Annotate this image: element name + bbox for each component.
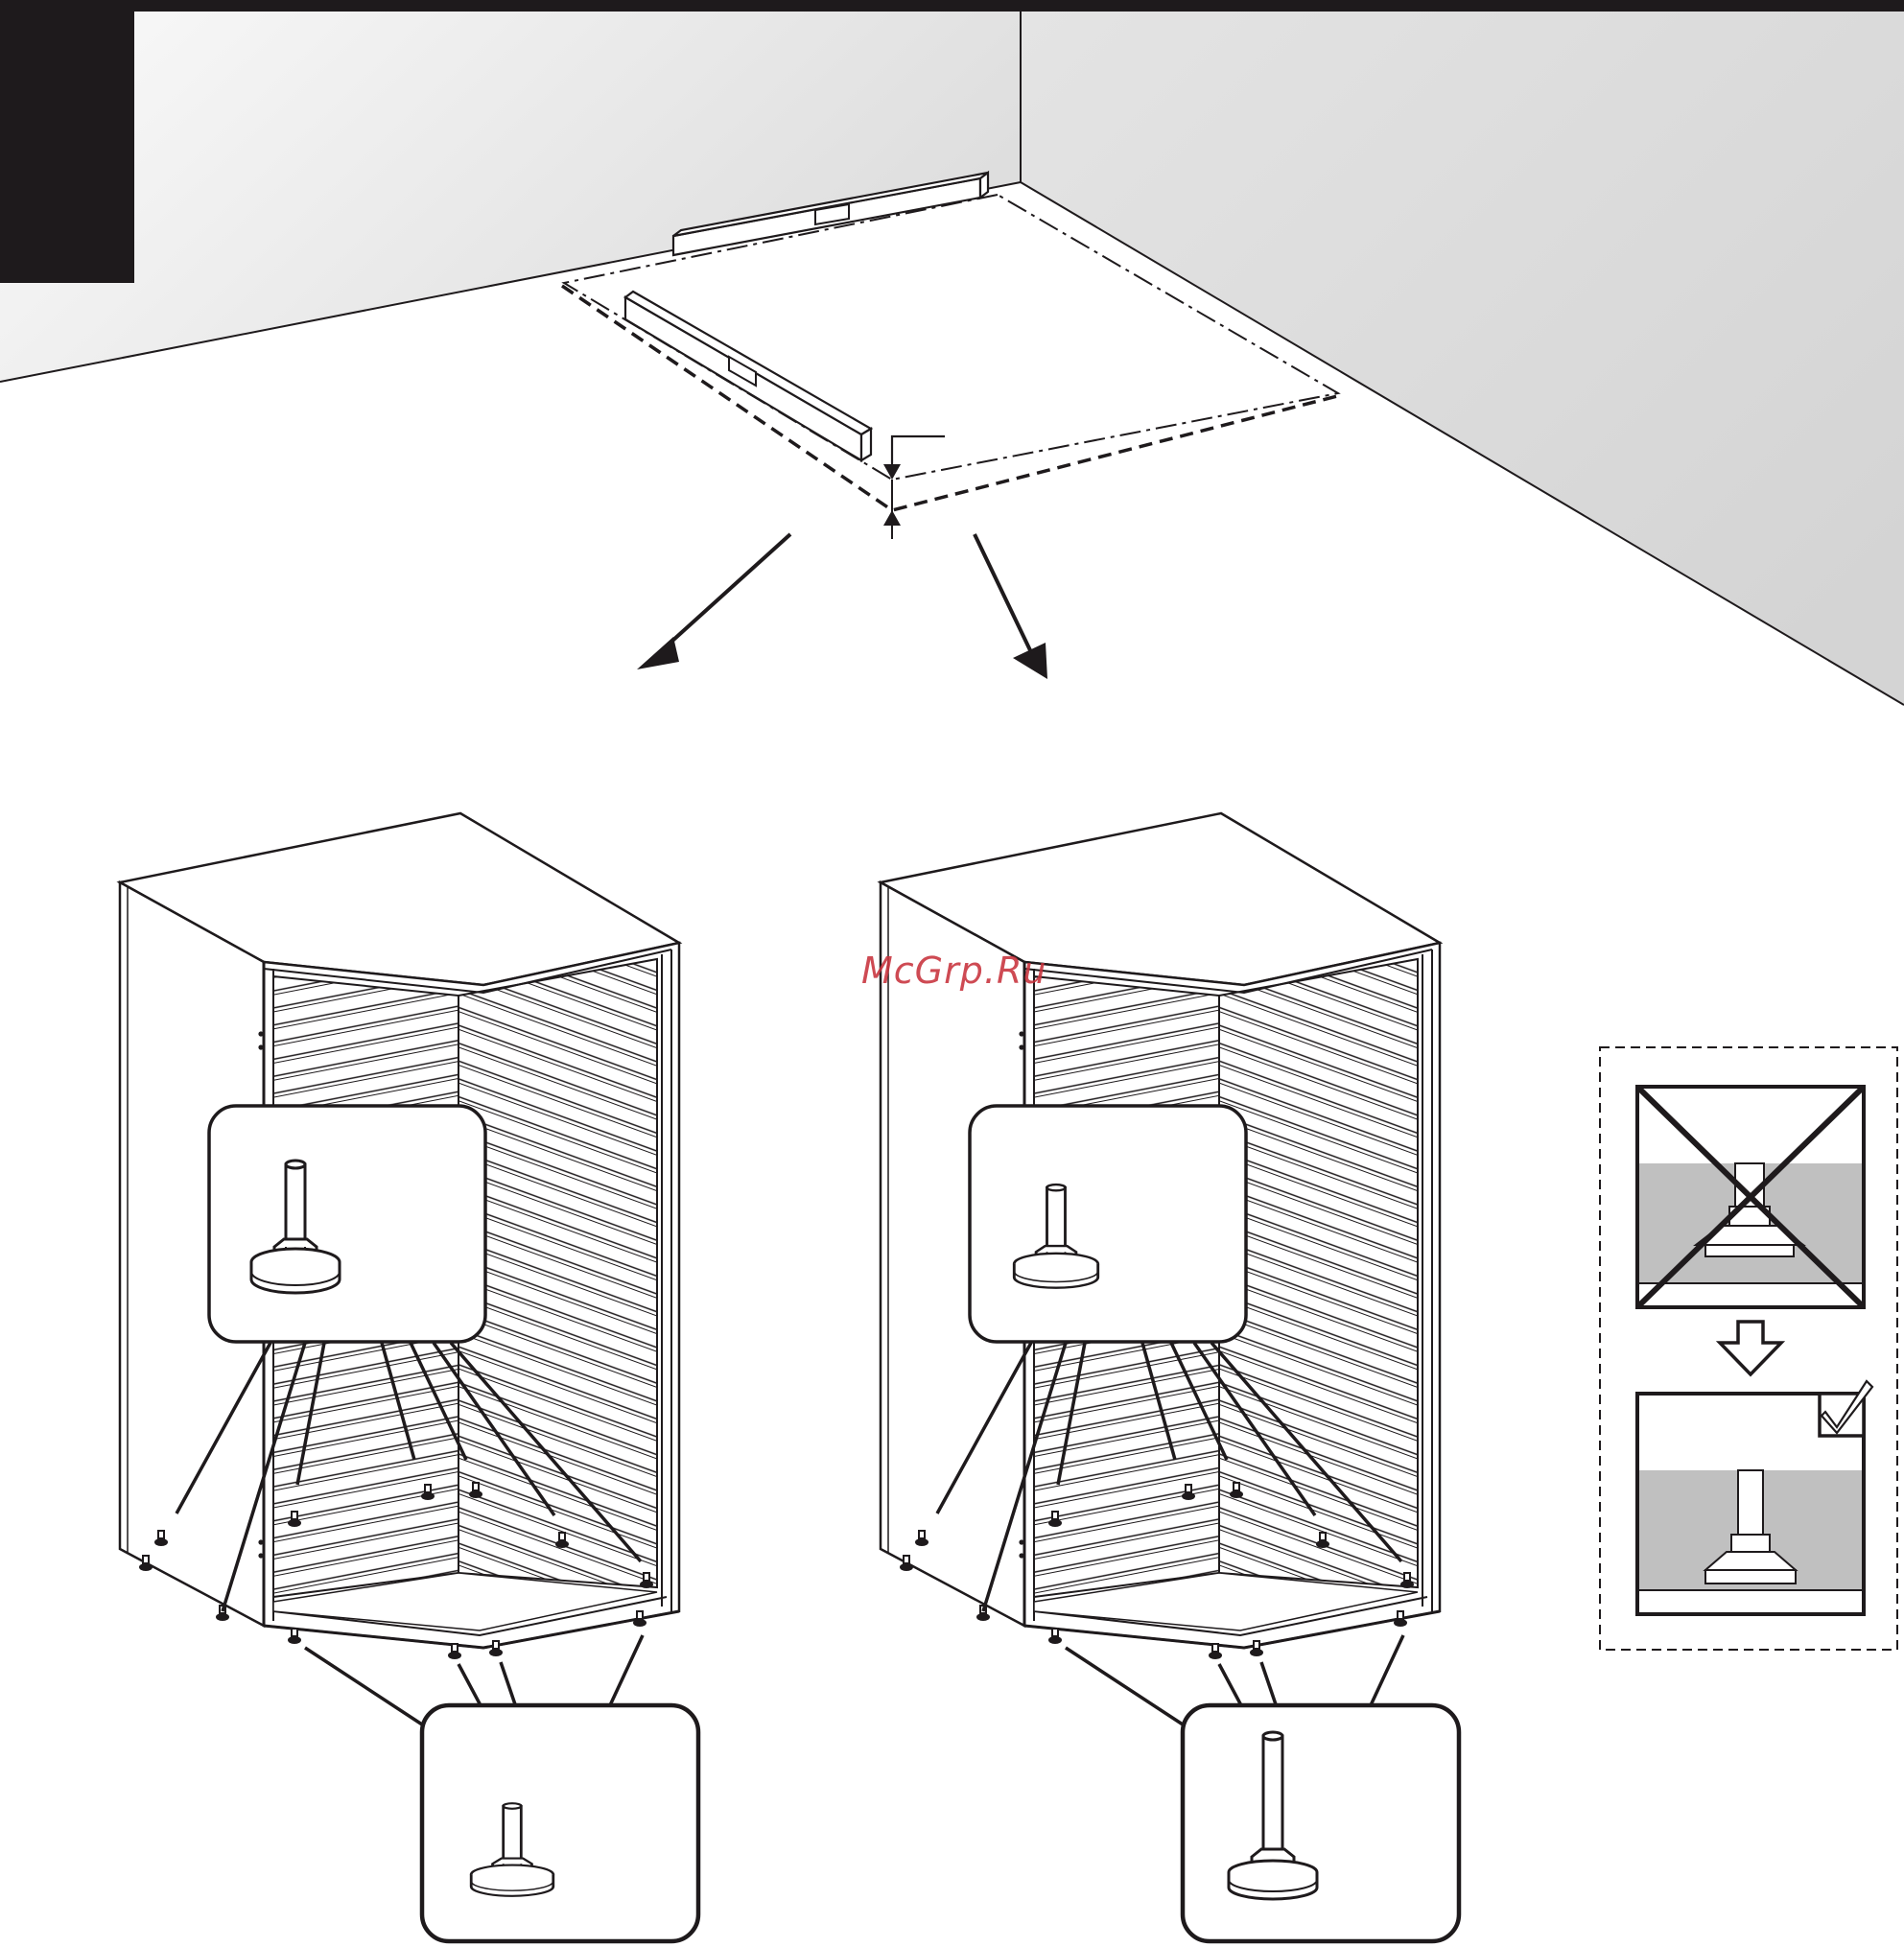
left-wall [0,0,1021,382]
check-mark-icon [1820,1381,1872,1436]
height-gap-indicator [883,436,945,539]
right-wall [1021,0,1904,705]
callout-foot-lower-long [1183,1705,1459,1941]
back-panel-right [1219,959,1418,1587]
back-panel-right [458,959,657,1587]
leveling-guide-panel [1600,1047,1897,1650]
spirit-level-front [625,292,871,460]
correct-foot-example [1637,1381,1872,1614]
room-corner-scene [0,0,1904,705]
callout-foot-lower [422,1705,698,1941]
arrow-to-right-cabinet [975,534,1047,679]
arrow-to-left-cabinet [637,534,790,669]
down-arrow [1720,1322,1781,1374]
wrong-foot-example [1637,1087,1864,1307]
watermark-text: McGrp.Ru [861,950,1046,992]
callout-foot-upper [970,1106,1246,1342]
step-marker [0,0,134,283]
top-border-bar [0,0,1904,12]
callout-foot-upper [209,1106,485,1342]
cabinet-left [120,813,698,1941]
